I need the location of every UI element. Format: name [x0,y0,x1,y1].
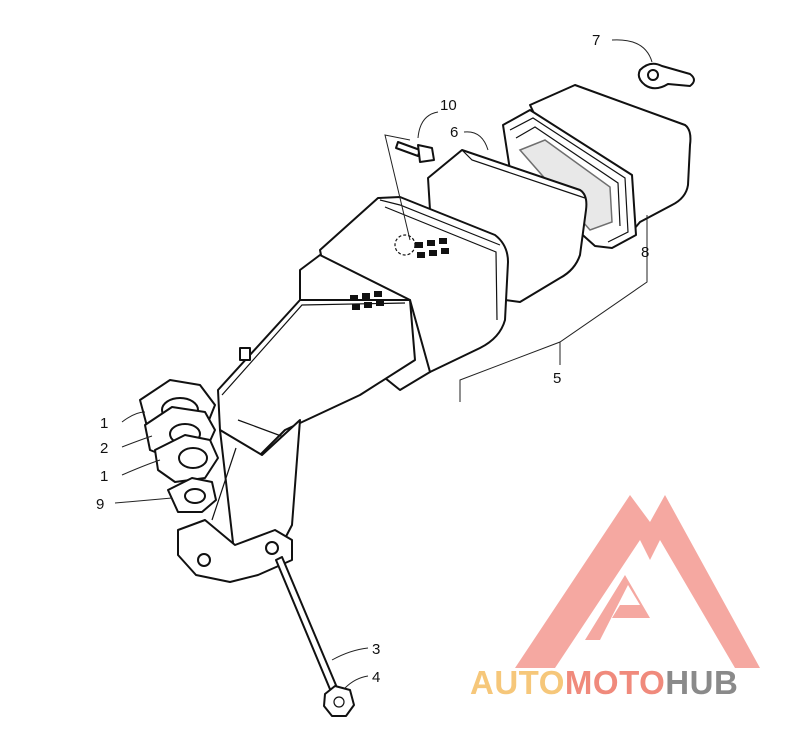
callout-1-upper: 1 [100,415,108,432]
callout-10: 10 [440,97,457,114]
watermark-logo-icon [515,495,760,668]
callout-6: 6 [450,124,458,141]
callout-5: 5 [553,370,561,387]
wing-nut-part-7 [637,62,695,90]
vent-grille-icon [350,238,449,310]
callout-4: 4 [372,669,380,686]
watermark-hub: HUB [665,664,739,701]
leader-lines [114,39,653,689]
watermark-auto: AUTO [470,664,565,701]
intake-manifold-flange [177,419,301,583]
callout-2: 2 [100,440,108,457]
nut-part-4 [323,685,355,717]
intake-duct-part-5 [217,196,509,456]
bolt-part-10 [395,141,435,163]
callout-9: 9 [96,496,104,513]
watermark-moto: MOTO [564,664,666,701]
callout-7: 7 [592,32,600,49]
callout-3: 3 [372,641,380,658]
callout-1-lower: 1 [100,468,108,485]
stud-part-3 [275,556,339,695]
gasket-stack [139,379,219,513]
foam-sleeve-part-6 [427,149,588,303]
callout-8: 8 [641,244,649,261]
watermark-wordmark: AUTOMOTOHUB [470,664,738,702]
